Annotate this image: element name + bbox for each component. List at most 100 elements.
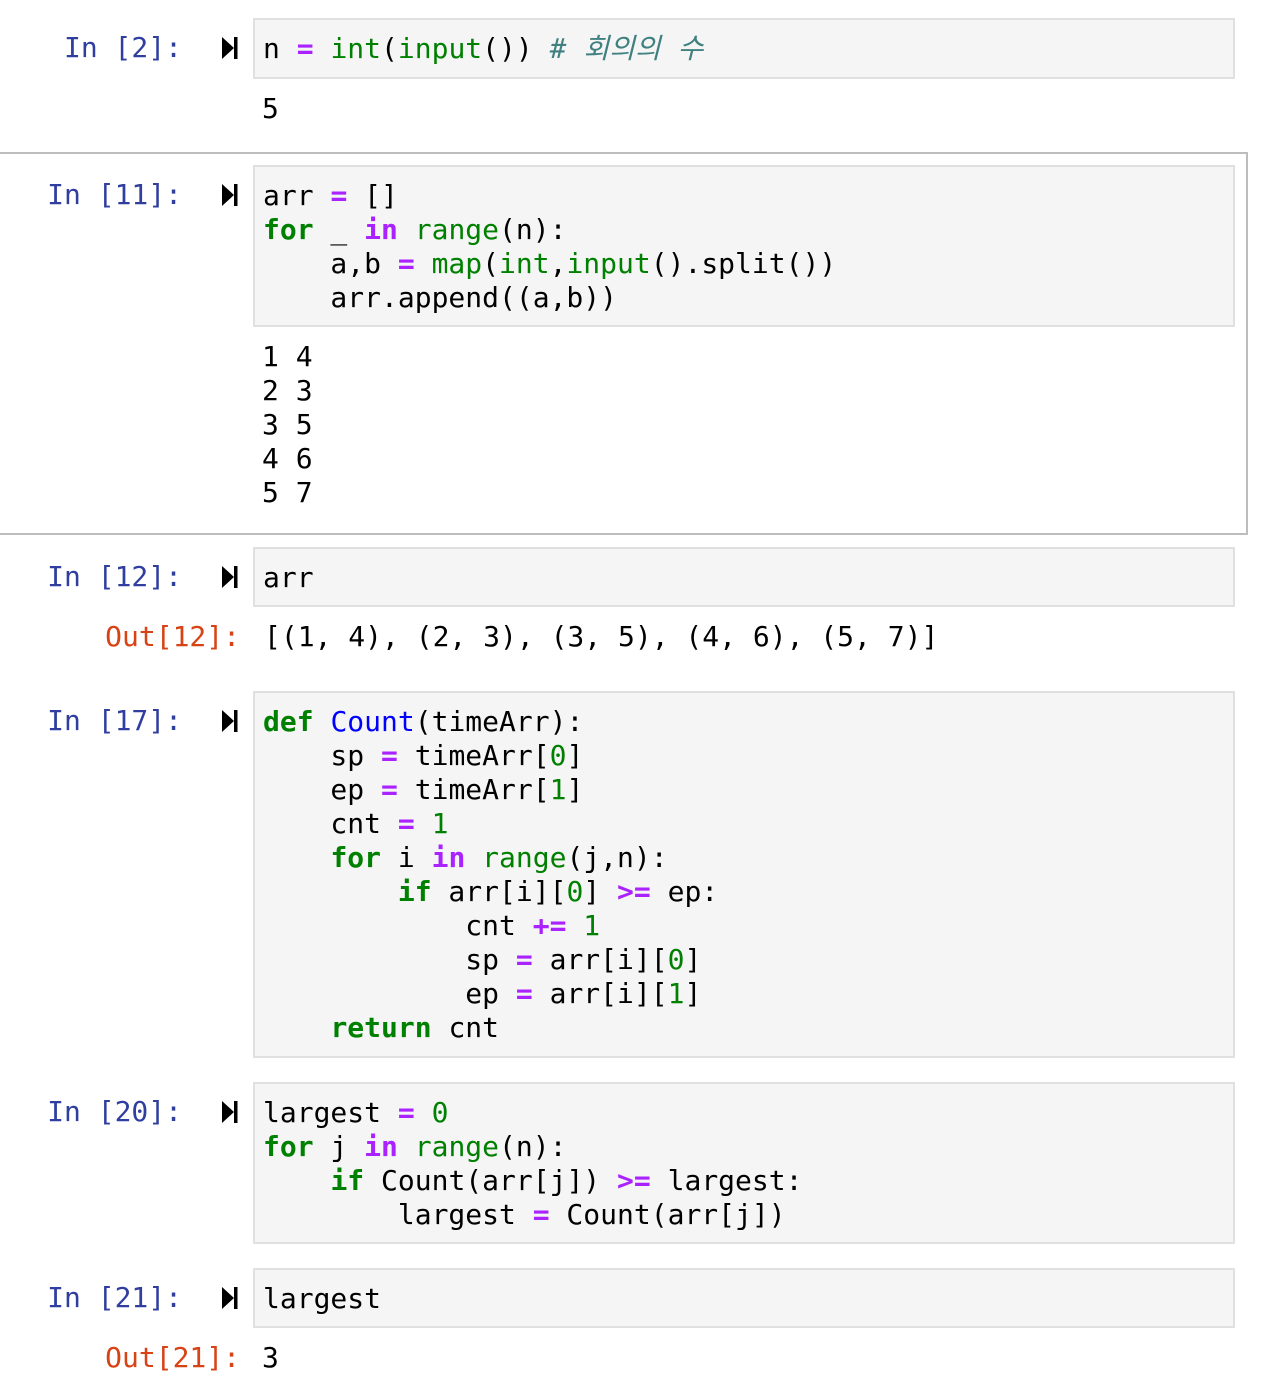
code-token: , <box>549 247 567 280</box>
code-text[interactable]: def Count(timeArr): sp = timeArr[0] ep =… <box>263 705 718 1045</box>
code-token <box>415 1096 432 1129</box>
code-token: = <box>381 739 398 772</box>
code-input[interactable]: largest <box>253 1268 1235 1328</box>
code-token: if <box>330 1164 365 1197</box>
run-cell-icon[interactable] <box>220 1285 240 1311</box>
code-token: = <box>515 977 533 1010</box>
code-token <box>465 841 482 874</box>
code-token: cnt <box>431 1011 500 1044</box>
code-token: arr <box>263 561 314 594</box>
code-token: ep: cnt <box>465 875 719 942</box>
code-token: for <box>263 1130 314 1163</box>
code-input[interactable]: arr <box>253 547 1235 607</box>
code-token <box>566 909 583 942</box>
output-prompt: Out[21]: <box>105 1341 240 1374</box>
code-input[interactable]: arr = [] for _ in range(n): a,b = map(in… <box>253 165 1235 327</box>
code-token: = <box>397 247 415 280</box>
code-token: map <box>431 247 483 280</box>
code-token: if <box>397 875 432 908</box>
code-text[interactable]: n = int(input()) # 회의의 수 <box>263 32 703 66</box>
execute-result: 3 <box>262 1341 279 1374</box>
input-prompt: In [20]: <box>47 1095 182 1128</box>
notebook-cell[interactable]: In [12]: arr Out[12]: [(1, 4), (2, 3), (… <box>0 547 1248 677</box>
code-text[interactable]: arr <box>263 561 314 595</box>
input-prompt: In [17]: <box>47 704 182 737</box>
code-token: input <box>566 247 651 280</box>
code-token: arr <box>263 179 331 212</box>
code-token: ] <box>684 977 702 1010</box>
code-token: (j,n): <box>566 841 668 874</box>
code-token: (n): <box>499 1130 567 1163</box>
code-token: range <box>482 841 567 874</box>
code-token: range <box>414 1130 500 1163</box>
code-token: += <box>532 909 567 942</box>
code-token: in <box>364 1130 398 1163</box>
stream-output: 1 4 2 3 3 5 4 6 5 7 <box>262 340 313 509</box>
code-token <box>415 807 432 840</box>
code-token: n <box>263 32 297 65</box>
code-token: arr[i][ <box>431 875 567 908</box>
code-token: ()) <box>482 32 550 65</box>
notebook-cell[interactable]: In [17]: def Count(timeArr): sp = timeAr… <box>0 691 1248 1061</box>
code-token: def <box>263 705 314 738</box>
code-token: sp <box>465 943 500 976</box>
code-token: # 회의의 수 <box>549 32 704 65</box>
code-token: range <box>414 213 500 246</box>
code-token: 0 <box>431 1096 449 1129</box>
code-token <box>314 705 331 738</box>
notebook-cell-selected[interactable]: In [11]: arr = [] for _ in range(n): a,b… <box>0 152 1248 535</box>
code-token: input <box>397 32 483 65</box>
code-token: for <box>330 841 382 874</box>
code-text[interactable]: arr = [] for _ in range(n): a,b = map(in… <box>263 179 836 315</box>
code-text[interactable]: largest <box>263 1282 381 1316</box>
code-token: ().split()) arr.append((a,b)) <box>330 247 837 314</box>
code-token: ( <box>381 32 398 65</box>
code-token: >= <box>617 1164 651 1197</box>
code-token: arr[i][ <box>532 977 668 1010</box>
code-token: Count(arr[j]) <box>549 1198 786 1231</box>
notebook-cell[interactable]: In [21]: largest Out[21]: 3 <box>0 1268 1248 1396</box>
run-cell-icon[interactable] <box>220 182 240 208</box>
code-text[interactable]: largest = 0 for j in range(n): if Count(… <box>263 1096 802 1232</box>
code-token <box>398 1130 415 1163</box>
code-token: 0 <box>566 875 584 908</box>
code-token: ] ep <box>330 739 584 806</box>
code-input[interactable]: n = int(input()) # 회의의 수 <box>253 18 1235 79</box>
run-cell-icon[interactable] <box>220 35 240 61</box>
code-token <box>398 213 415 246</box>
code-token: 1 <box>549 773 567 806</box>
notebook-cell[interactable]: In [20]: largest = 0 for j in range(n): … <box>0 1082 1248 1247</box>
code-token <box>263 841 330 874</box>
code-token: (timeArr): sp <box>330 705 584 772</box>
code-token: 1 <box>431 807 449 840</box>
input-prompt: In [21]: <box>47 1281 182 1314</box>
execute-result: [(1, 4), (2, 3), (3, 5), (4, 6), (5, 7)] <box>264 620 939 653</box>
code-token: ] ep <box>465 943 702 1010</box>
code-token: 0 <box>549 739 567 772</box>
code-token: 1 <box>667 977 685 1010</box>
code-token: j <box>313 1130 365 1163</box>
code-token: = <box>515 943 533 976</box>
code-token: i <box>381 841 432 874</box>
code-token: _ <box>313 213 365 246</box>
output-prompt: Out[12]: <box>105 620 240 653</box>
run-cell-icon[interactable] <box>220 564 240 590</box>
code-token: (n): a,b <box>330 213 567 280</box>
code-input[interactable]: largest = 0 for j in range(n): if Count(… <box>253 1082 1235 1244</box>
input-prompt: In [11]: <box>47 178 182 211</box>
code-token: = <box>381 773 398 806</box>
code-token: arr[i][ <box>532 943 668 976</box>
code-token: = <box>397 807 415 840</box>
stream-output: 5 <box>262 92 279 125</box>
code-token: return <box>330 1011 432 1044</box>
code-token: timeArr[ <box>397 739 550 772</box>
code-token: ] <box>583 875 618 908</box>
code-input[interactable]: def Count(timeArr): sp = timeArr[0] ep =… <box>253 691 1235 1058</box>
notebook-cell[interactable]: In [2]: n = int(input()) # 회의의 수 5 <box>0 0 1248 140</box>
code-token: ( <box>482 247 500 280</box>
run-cell-icon[interactable] <box>220 708 240 734</box>
code-token: int <box>330 32 382 65</box>
code-token: largest: largest <box>397 1164 803 1231</box>
run-cell-icon[interactable] <box>220 1099 240 1125</box>
code-token: Count(arr[j]) <box>364 1164 618 1197</box>
